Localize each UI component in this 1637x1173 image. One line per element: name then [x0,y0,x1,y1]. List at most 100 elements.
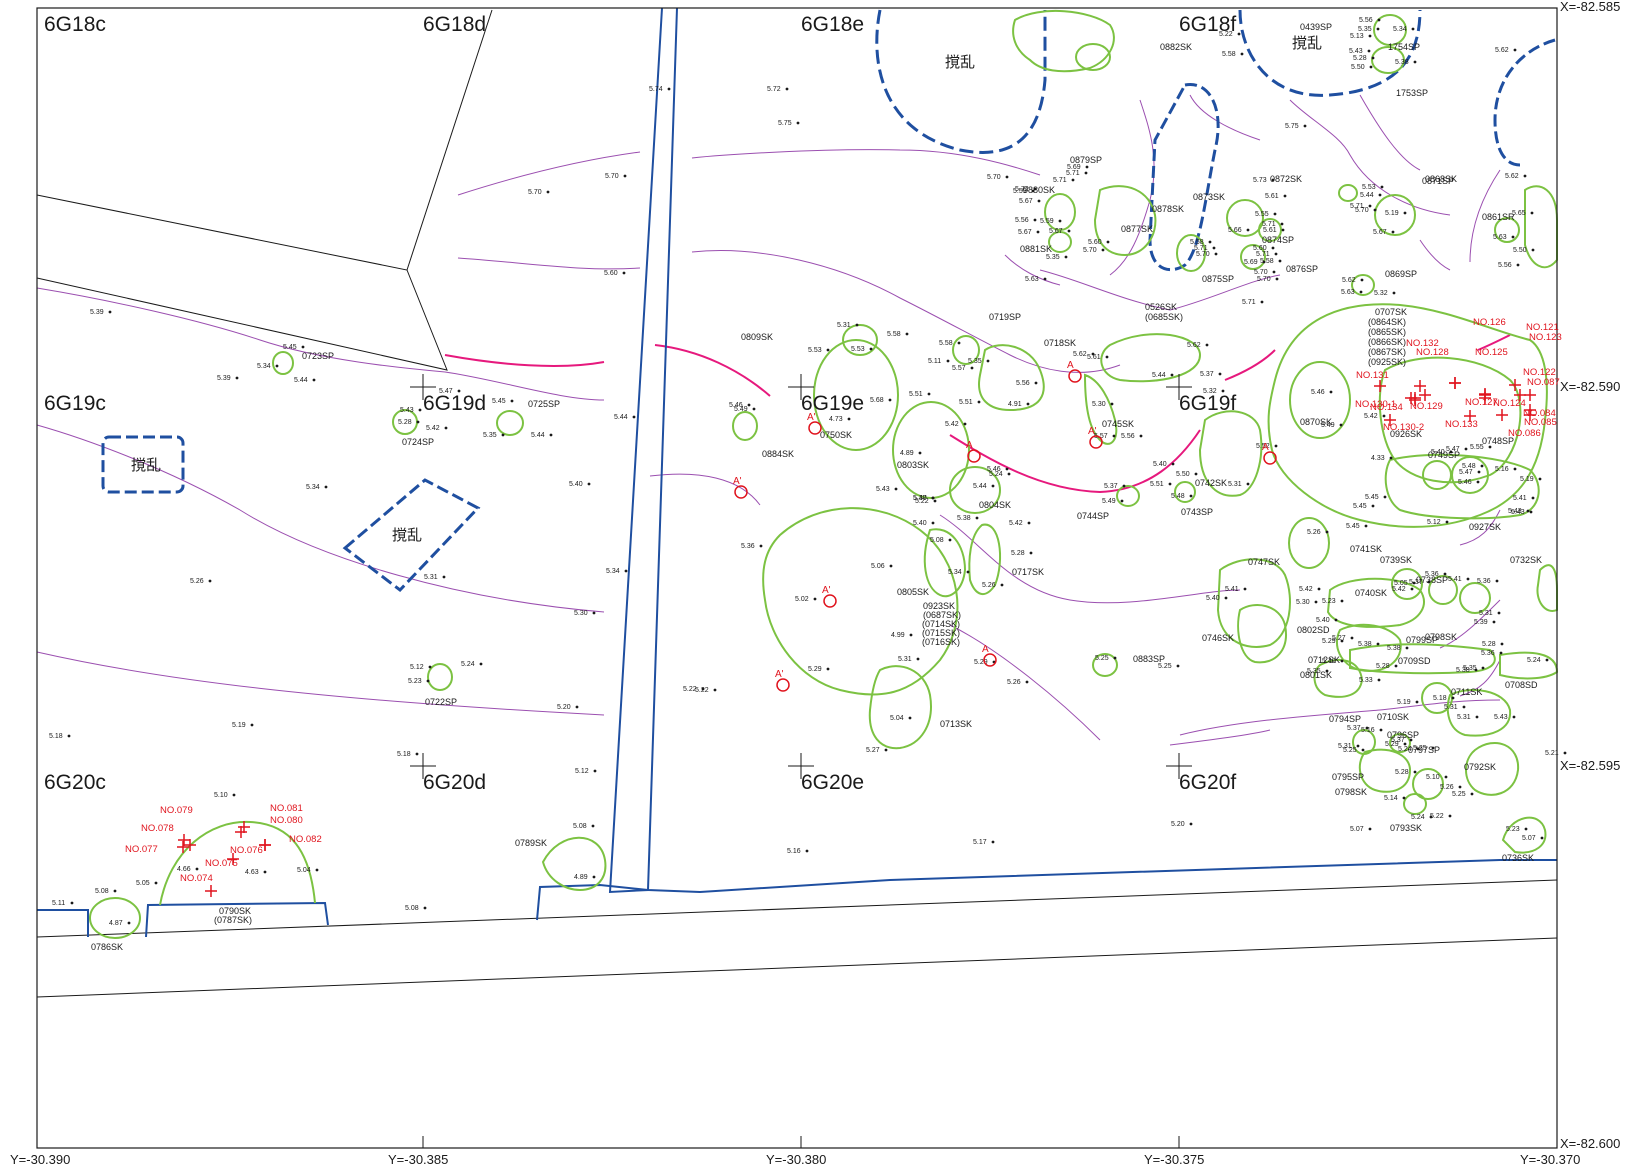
elevation-value: 5.50 [1513,247,1527,254]
elevation-value: 5.50 [1176,471,1190,478]
elevation-value: 5.38 [1456,667,1470,674]
elevation-value: 5.70 [1355,207,1369,214]
elevation-dot [1481,666,1485,670]
elevation-value: 5.70 [1083,247,1097,254]
elevation-value: 5.71 [1256,251,1270,258]
elevation-value: 5.29 [808,666,822,673]
feature-label: 0789SK [515,838,547,848]
building-outlines [36,9,1558,998]
elevation-dot [1350,636,1354,640]
elevation-value: 5.05 [136,880,150,887]
elevation-dot [113,889,117,893]
elevation-value: 5.48 [1462,463,1476,470]
contour-lines [36,94,1501,746]
elevation-dot [1382,414,1386,418]
elevation-dot [1271,246,1275,250]
section-point [776,678,790,692]
elevation-value: 5.24 [461,661,475,668]
feature-label: 0801SK [1300,670,1332,680]
elevation-dot [905,332,909,336]
elevation-value: 5.11 [52,900,65,907]
elevation-dot [970,366,974,370]
elevation-dot [1000,583,1004,587]
feature-label: 0804SK [979,500,1011,510]
elevation-value: 5.70 [1254,269,1268,276]
elevation-value: 5.07 [1350,826,1364,833]
elevation-dot [667,87,671,91]
elevation-value: 5.10 [214,792,228,799]
elevation-dot [931,521,935,525]
feature-label: 0869SP [1385,269,1417,279]
elevation-value: 5.35 [968,358,982,365]
elevation-value: 5.31 [1228,481,1242,488]
elevation-value: 5.61 [1087,354,1101,361]
elevation-dot [1448,814,1452,818]
elevation-dot [1488,445,1492,449]
elevation-value: 5.47 [1459,469,1473,476]
map-frame [36,7,1558,1149]
elevation-dot [1029,551,1033,555]
elevation-dot [1530,211,1534,215]
elevation-value: 5.04 [297,867,311,874]
disturbance-areas [101,9,1556,593]
elevation-dot [1218,372,1222,376]
feature-label: 0802SD [1297,625,1330,635]
find-cross [205,885,217,897]
elevation-dot [127,921,131,925]
elevation-dot [1340,639,1344,643]
elevation-dot [1410,587,1414,591]
elevation-value: 5.49 [1321,422,1335,429]
elevation-dot [418,408,422,412]
feature-label: (0685SK) [1145,312,1183,322]
elevation-dot [948,538,952,542]
elevation-dot [1364,524,1368,528]
elevation-dot [549,433,553,437]
elevation-value: 5.51 [909,391,923,398]
elevation-dot [1106,240,1110,244]
section-label: A' [775,669,784,680]
elevation-dot [1339,423,1343,427]
elevation-value: 5.10 [0,0,14,2]
elevation-value: 5.20 [1171,821,1185,828]
elevation-value: 5.30 [1296,599,1310,606]
elevation-value: 4.89 [900,450,914,457]
elevation-dot [592,875,596,879]
elevation-dot [1545,658,1549,662]
elevation-value: 5.25 [1343,747,1357,754]
elevation-dot [1480,464,1484,468]
elevation-value: 5.40 [1322,658,1336,665]
elevation-value: 5.70 [987,174,1001,181]
elevation-dot [1112,434,1116,438]
feature-label: 0748SP [1482,436,1514,446]
grid-cell-label: 6G19f [1179,392,1236,415]
feature-labels: 0439SP1754SP1753SP0882SK0879SP0880SK0878… [91,22,1542,952]
section-label: A' [1088,426,1097,437]
elevation-value: 5.75 [1285,123,1299,130]
elevation-value: 5.43 [400,407,414,414]
elevation-value: 5.63 [1493,234,1507,241]
elevation-value: 5.08 [930,537,944,544]
feature-label: 0790SK [219,906,251,916]
feature-label: 1753SP [1396,88,1428,98]
disturbance-label: 撹乱 [945,53,975,71]
elevation-value: 5.27 [866,747,880,754]
elevation-dot [1091,352,1095,356]
elevation-dot [312,378,316,382]
elevation-value: 5.37 [913,495,927,502]
elevation-value: 4.33 [1371,455,1385,462]
elevation-dot [813,597,817,601]
elevation-dot [1243,587,1247,591]
feature-label: 0724SP [402,437,434,447]
find-cross [238,821,250,833]
elevation-dot [1412,581,1416,585]
elevation-value: 5.45 [1346,523,1360,530]
elevation-value: 5.44 [294,377,308,384]
feature-label: 0750SK [820,430,852,440]
elevation-dot [1280,222,1284,226]
elevation-dot [916,657,920,661]
elevation-dot [1458,785,1462,789]
feature-label: (0865SK) [1368,327,1406,337]
elevation-value: 5.19 [1520,476,1534,483]
elevation-dot [1402,796,1406,800]
